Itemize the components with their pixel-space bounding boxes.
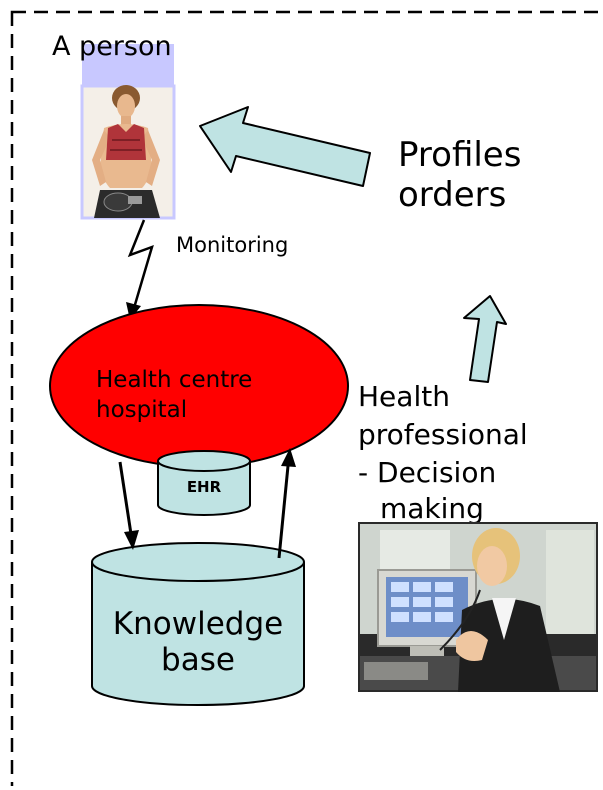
to-knowledge-line <box>118 461 133 535</box>
health-centre-label: Health centre <box>96 367 252 393</box>
knowledge-base-cylinder <box>91 542 305 706</box>
person-label: A person <box>52 31 172 62</box>
to-knowledge-arrowhead <box>124 530 139 550</box>
monitoring-label: Monitoring <box>176 233 288 257</box>
hp-line4: making <box>380 492 484 525</box>
professional-photo <box>358 522 598 692</box>
profiles-label: Profiles <box>398 135 521 175</box>
knowledge-label: Knowledge <box>113 606 283 642</box>
hp-line3: - Decision <box>358 456 496 489</box>
monitoring-lightning <box>127 219 154 309</box>
person-photo <box>80 44 176 220</box>
hp-line1: Health <box>358 380 450 413</box>
ehr-cylinder <box>157 450 251 516</box>
hp-line2: professional <box>358 418 528 451</box>
profiles-arrow <box>199 106 371 187</box>
ehr-label: EHR <box>187 478 222 496</box>
orders-label: orders <box>398 175 506 215</box>
hospital-label: hospital <box>96 397 187 423</box>
professional-up-arrow <box>463 295 507 383</box>
from-knowledge-line <box>277 465 290 559</box>
from-knowledge-arrowhead <box>281 448 296 467</box>
base-label: base <box>161 642 235 678</box>
